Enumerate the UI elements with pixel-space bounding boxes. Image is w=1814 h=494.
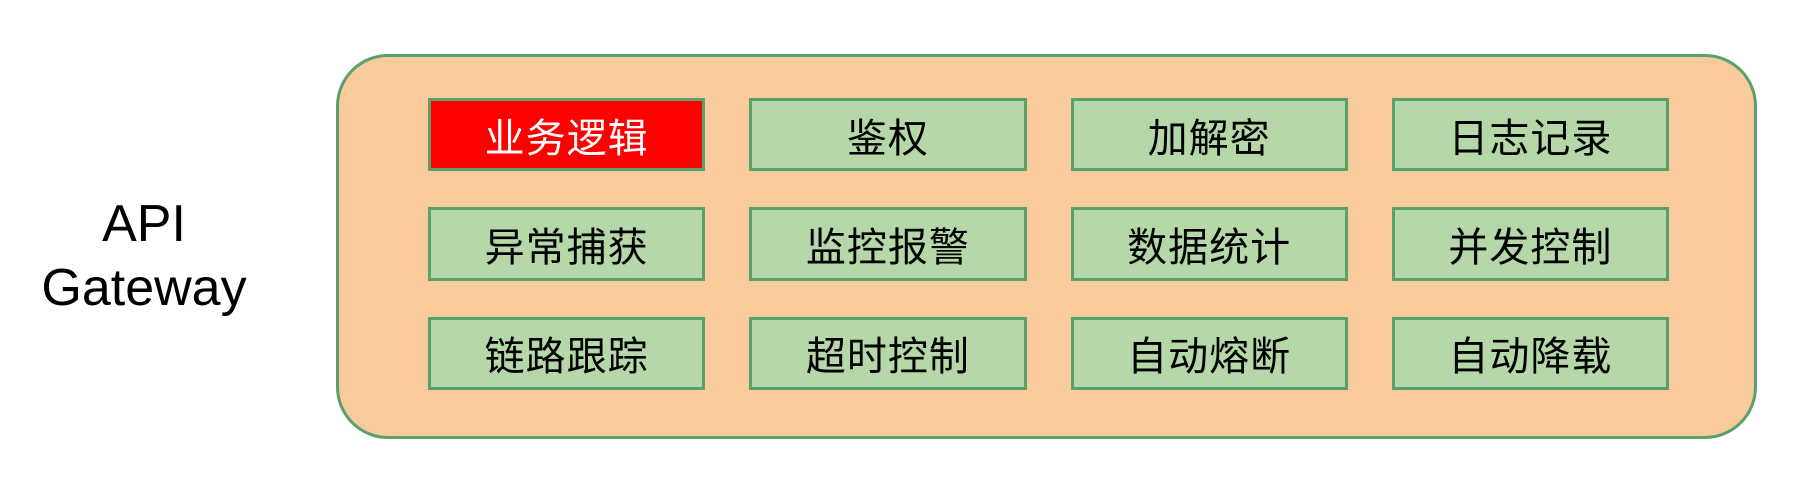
feature-box-exception-capture: 异常捕获	[428, 207, 706, 281]
api-gateway-container: 业务逻辑 鉴权 加解密 日志记录 异常捕获 监控报警 数据统计 并发控制 链路跟…	[336, 54, 1757, 439]
feature-box-auto-circuit-breaker: 自动熔断	[1070, 316, 1348, 390]
feature-box-concurrency-control: 并发控制	[1391, 207, 1669, 281]
feature-box-timeout-control: 超时控制	[749, 316, 1027, 390]
feature-box-data-statistics: 数据统计	[1070, 207, 1348, 281]
api-gateway-label-line1: API	[102, 195, 186, 253]
feature-box-business-logic: 业务逻辑	[428, 98, 706, 172]
api-gateway-label: API Gateway	[18, 192, 270, 320]
feature-box-auto-load-shedding: 自动降载	[1391, 316, 1669, 390]
feature-grid: 业务逻辑 鉴权 加解密 日志记录 异常捕获 监控报警 数据统计 并发控制 链路跟…	[428, 98, 1669, 390]
feature-box-link-tracing: 链路跟踪	[428, 316, 706, 390]
feature-box-monitoring-alert: 监控报警	[749, 207, 1027, 281]
feature-box-encryption-decryption: 加解密	[1070, 98, 1348, 172]
api-gateway-label-line2: Gateway	[41, 259, 247, 317]
feature-box-authentication: 鉴权	[749, 98, 1027, 172]
feature-box-logging: 日志记录	[1391, 98, 1669, 172]
